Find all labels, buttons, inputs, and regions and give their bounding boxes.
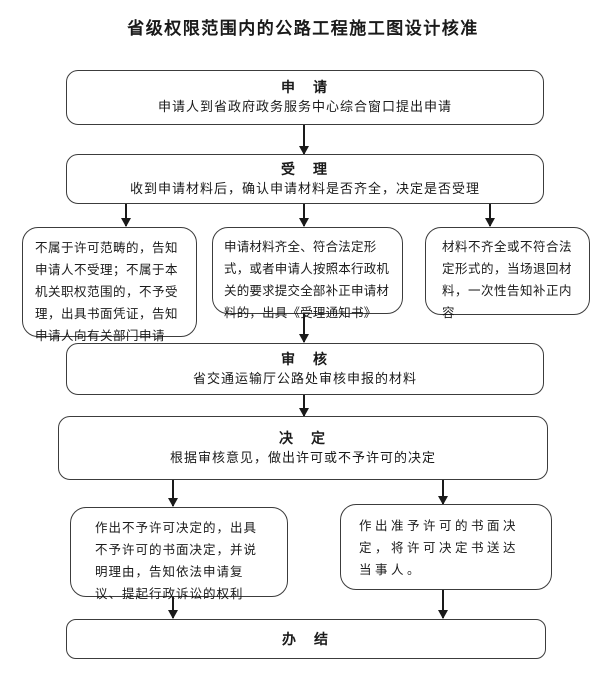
arrow-grant-to-complete — [442, 590, 444, 618]
page-title: 省级权限范围内的公路工程施工图设计核准 — [127, 19, 479, 38]
step-complete-box: 办 结 — [66, 619, 546, 659]
arrow-review-to-decision — [303, 395, 305, 416]
arrow-deny-to-complete — [172, 597, 174, 618]
branch-accepted-box: 申请材料齐全、符合法定形式，或者申请人按照本行政机关的要求提交全部补正申请材料的… — [212, 227, 403, 320]
branch-deny-text: 作出不予许可决定的，出具不予许可的书面决定，并说明理由，告知依法申请复议、提起行… — [95, 521, 258, 601]
step-review-box: 审 核 省交通运输厅公路处审核申报的材料 — [66, 343, 544, 395]
step-accept-description: 收到申请材料后，确认申请材料是否齐全，决定是否受理 — [129, 180, 480, 196]
branch-incomplete-box: 材料不齐全或不符合法定形式的，当场退回材料，一次性告知补正内容 — [425, 227, 590, 320]
step-apply-box: 申 请 申请人到省政府政务服务中心综合窗口提出申请 — [66, 70, 544, 125]
step-complete-heading: 办 结 — [282, 630, 330, 647]
step-accept-box: 受 理 收到申请材料后，确认申请材料是否齐全，决定是否受理 — [66, 154, 544, 204]
branch-grant-text: 作出准予许可的书面决定，将许可决定书送达当事人。 — [359, 519, 520, 577]
branch-incomplete-text: 材料不齐全或不符合法定形式的，当场退回材料，一次性告知补正内容 — [442, 240, 573, 320]
step-review-heading: 审 核 — [281, 350, 329, 367]
arrow-accept-to-accepted — [303, 204, 305, 226]
branch-deny-box: 作出不予许可决定的，出具不予许可的书面决定，并说明理由，告知依法申请复议、提起行… — [70, 507, 288, 601]
branch-grant-box: 作出准予许可的书面决定，将许可决定书送达当事人。 — [340, 504, 552, 590]
step-apply-description: 申请人到省政府政务服务中心综合窗口提出申请 — [157, 99, 452, 115]
arrow-accepted-to-review — [303, 314, 305, 342]
step-decision-description: 根据审核意见，做出许可或不予许可的决定 — [169, 449, 436, 465]
step-accept-heading: 受 理 — [281, 160, 329, 177]
arrow-decision-to-deny — [172, 480, 174, 506]
arrow-apply-to-accept — [303, 125, 305, 154]
arrow-accept-to-not-in-scope — [125, 204, 127, 226]
branch-not-in-scope-box: 不属于许可范畴的，告知申请人不受理；不属于本机关职权范围的，不予受理，出具书面凭… — [22, 227, 197, 343]
arrow-decision-to-grant — [442, 480, 444, 504]
step-apply-heading: 申 请 — [281, 79, 329, 96]
branch-accepted-text: 申请材料齐全、符合法定形式，或者申请人按照本行政机关的要求提交全部补正申请材料的… — [224, 240, 390, 320]
step-decision-heading: 决 定 — [279, 429, 327, 446]
step-decision-box: 决 定 根据审核意见，做出许可或不予许可的决定 — [58, 416, 548, 480]
arrow-accept-to-incomplete — [489, 204, 491, 226]
step-review-description: 省交通运输厅公路处审核申报的材料 — [192, 370, 417, 386]
branch-not-in-scope-text: 不属于许可范畴的，告知申请人不受理；不属于本机关职权范围的，不予受理，出具书面凭… — [35, 241, 179, 343]
